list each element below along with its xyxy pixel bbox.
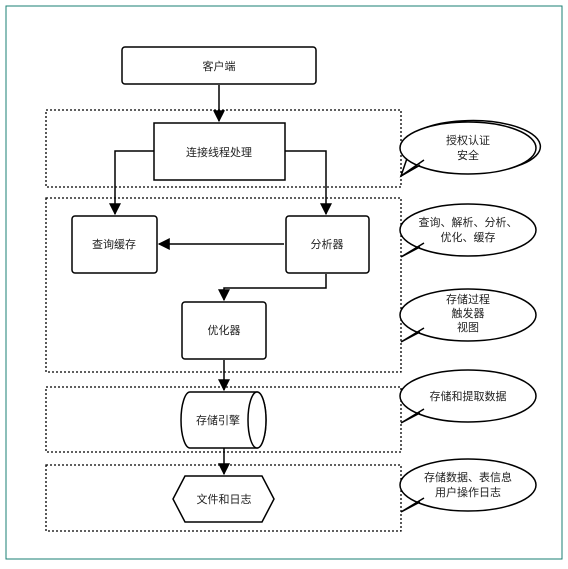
arrow-connection-to-cache <box>109 150 155 216</box>
node-analyzer: 分析器 <box>285 215 370 274</box>
node-query-cache: 查询缓存 <box>71 215 158 274</box>
outer-frame <box>5 5 563 560</box>
node-storage-engine: 存储引擎 <box>180 391 267 449</box>
arrow-analyzer-to-optimizer <box>218 274 327 302</box>
callout-procs: 存储过程 触发器 视图 <box>399 288 537 343</box>
node-connection-label: 连接线程处理 <box>186 145 252 159</box>
arrow-connection-to-analyzer <box>285 150 332 216</box>
node-query-cache-label: 查询缓存 <box>92 237 136 251</box>
node-client-label: 客户端 <box>203 59 236 73</box>
layer-service <box>45 197 402 373</box>
callout-store-line1: 存储和提取数据 <box>430 389 507 403</box>
node-files-logs-label: 文件和日志 <box>197 492 252 506</box>
callout-parse: 查询、解析、分析、 优化、缓存 <box>399 203 537 258</box>
node-connection: 连接线程处理 <box>153 122 286 181</box>
node-files-logs: 文件和日志 <box>172 475 275 523</box>
callout-data: 存储数据、表信息 用户操作日志 <box>399 458 537 513</box>
callout-parse-line2: 优化、缓存 <box>441 230 496 244</box>
callout-auth-line2: 安全 <box>457 148 479 162</box>
callout-auth-line1: 授权认证 <box>446 133 490 147</box>
callout-auth: 授权认证 安全 <box>399 119 542 178</box>
callout-data-line2: 用户操作日志 <box>435 485 501 499</box>
node-analyzer-label: 分析器 <box>311 237 344 251</box>
node-optimizer: 优化器 <box>181 301 267 360</box>
connectors <box>109 85 332 476</box>
node-client: 客户端 <box>121 46 317 85</box>
callout-data-line1: 存储数据、表信息 <box>424 470 512 484</box>
callout-store: 存储和提取数据 <box>399 369 537 424</box>
callout-procs-line1: 存储过程 <box>446 292 490 306</box>
node-optimizer-label: 优化器 <box>208 323 241 337</box>
callout-procs-line3: 视图 <box>457 320 479 334</box>
callout-procs-line2: 触发器 <box>452 306 485 320</box>
callout-parse-line1: 查询、解析、分析、 <box>419 215 518 229</box>
node-storage-engine-label: 存储引擎 <box>196 413 240 427</box>
